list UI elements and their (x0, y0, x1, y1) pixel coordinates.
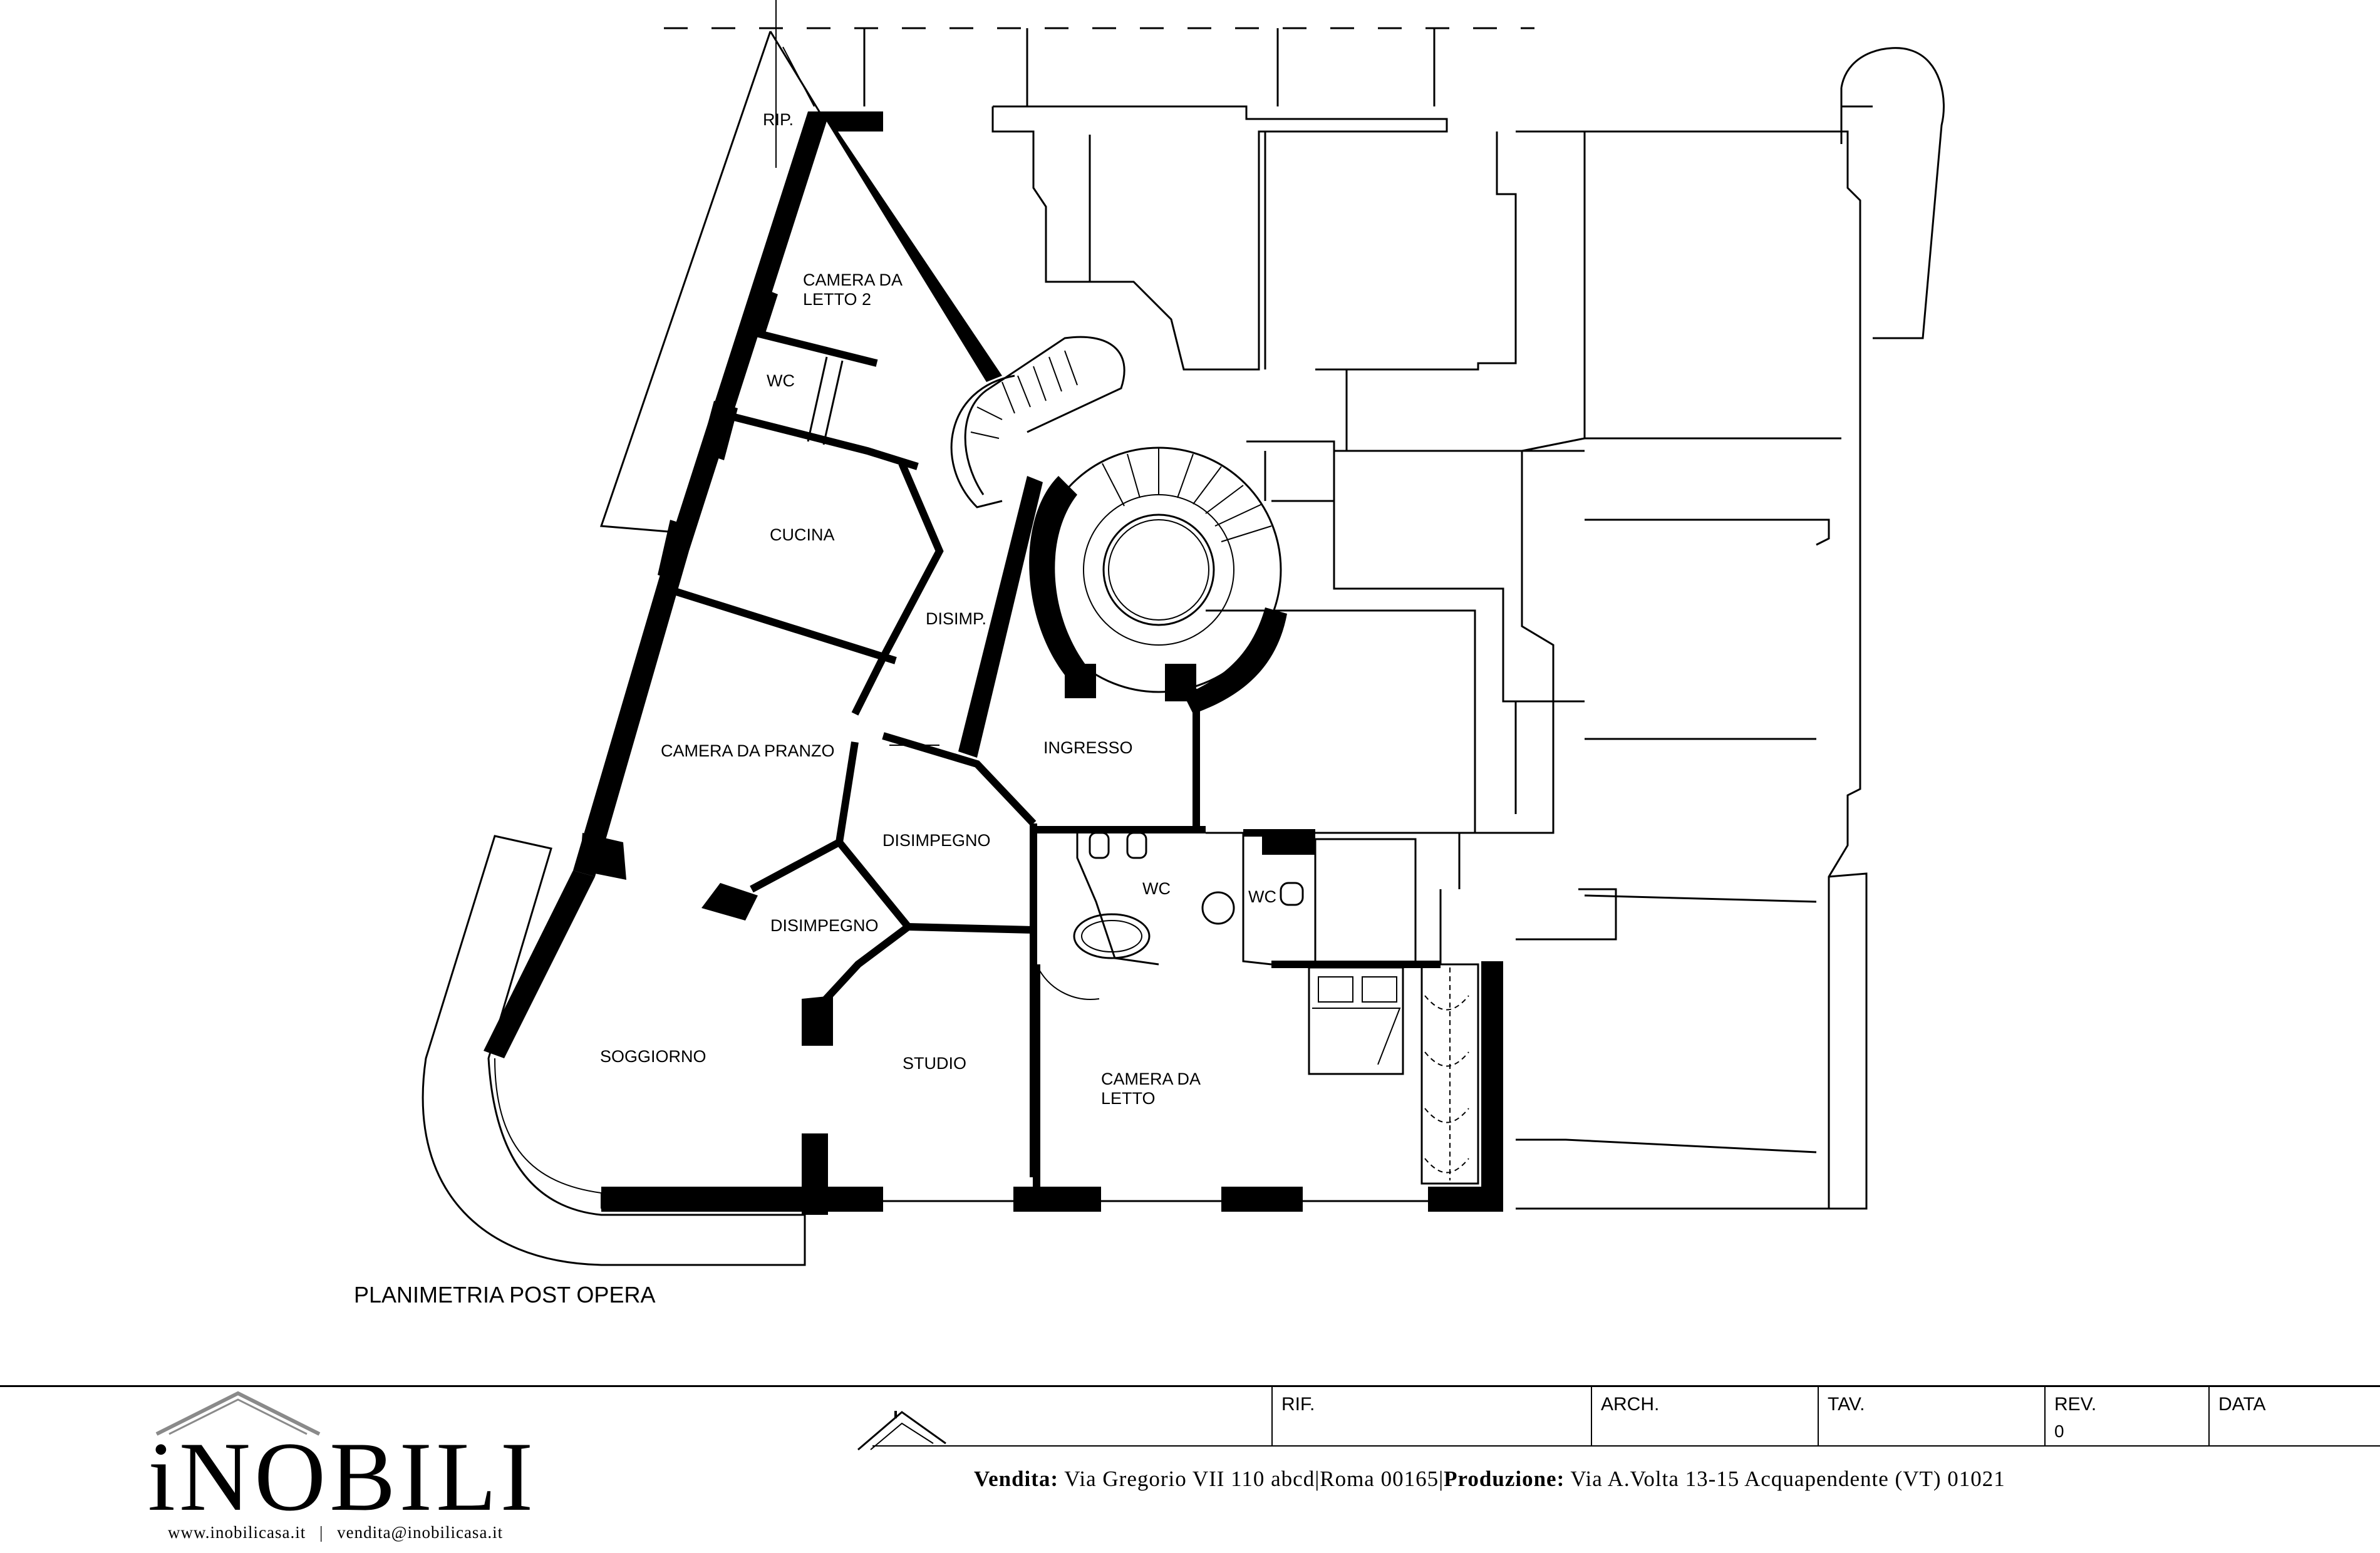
contact-separator: | (319, 1523, 324, 1542)
field-tav: TAV. (1818, 1385, 2044, 1445)
sales-city: Roma 00165 (1320, 1467, 1439, 1491)
website-link[interactable]: www.inobilicasa.it (168, 1523, 306, 1542)
room-label-wc: WC (1142, 879, 1171, 898)
room-label-disimpegno: DISIMPEGNO (770, 916, 879, 935)
room-label-ingresso: INGRESSO (1043, 738, 1133, 757)
production-address: Via A.Volta 13-15 Acquapendente (VT) 010… (1570, 1467, 2005, 1491)
room-label-disimp: DISIMP. (926, 609, 986, 628)
field-label: REV. (2054, 1394, 2097, 1415)
room-label-studio: STUDIO (903, 1054, 966, 1073)
field-value: 0 (2054, 1421, 2064, 1441)
field-rif: RIF. (1271, 1385, 1591, 1445)
plan-title: PLANIMETRIA POST OPERA (354, 1282, 655, 1308)
field-arch: ARCH. (1591, 1385, 1818, 1445)
field-data: DATA (2208, 1385, 2380, 1445)
room-label-camera-letto-2: CAMERA DA (803, 271, 903, 289)
floor-plan: RIP. CAMERA DA LETTO 2 WC CUCINA DISIMP.… (354, 27, 1945, 1308)
room-label-wc: WC (1248, 887, 1276, 906)
room-label-camera-letto-2: LETTO 2 (803, 290, 871, 309)
room-label-soggiorno: SOGGIORNO (600, 1047, 706, 1066)
sales-address: Via Gregorio VII 110 abcd (1064, 1467, 1315, 1491)
address-separator: | (1439, 1467, 1444, 1491)
room-label-camera-letto: CAMERA DA (1101, 1070, 1201, 1088)
room-label-rip: RIP. (763, 110, 794, 129)
company-address: Vendita: Via Gregorio VII 110 abcd|Roma … (974, 1467, 2005, 1492)
title-block-rule (872, 1445, 2380, 1447)
email-link[interactable]: vendita@inobilicasa.it (337, 1523, 504, 1542)
field-rev: REV. 0 (2044, 1385, 2208, 1445)
title-block-divider (775, 0, 777, 168)
room-label-camera-letto: LETTO (1101, 1089, 1156, 1108)
field-label: RIF. (1281, 1394, 1315, 1415)
field-label: DATA (2218, 1394, 2266, 1415)
brand-contacts: www.inobilicasa.it | vendita@inobilicasa… (168, 1523, 503, 1542)
brand-logo: iNOBILI (148, 1422, 537, 1532)
room-label-disimpegno: DISIMPEGNO (882, 831, 991, 850)
house-roof-icon (155, 1391, 321, 1436)
field-label: ARCH. (1601, 1394, 1660, 1415)
room-label-cucina: CUCINA (770, 525, 835, 544)
field-label: TAV. (1828, 1394, 1865, 1415)
room-label-wc: WC (767, 371, 795, 390)
address-separator: | (1315, 1467, 1320, 1491)
production-label: Produzione: (1444, 1467, 1565, 1491)
roof-sketch-icon (857, 1411, 946, 1451)
sales-label: Vendita: (974, 1467, 1059, 1491)
room-label-camera-pranzo: CAMERA DA PRANZO (661, 741, 835, 760)
title-block (0, 1385, 2380, 1553)
